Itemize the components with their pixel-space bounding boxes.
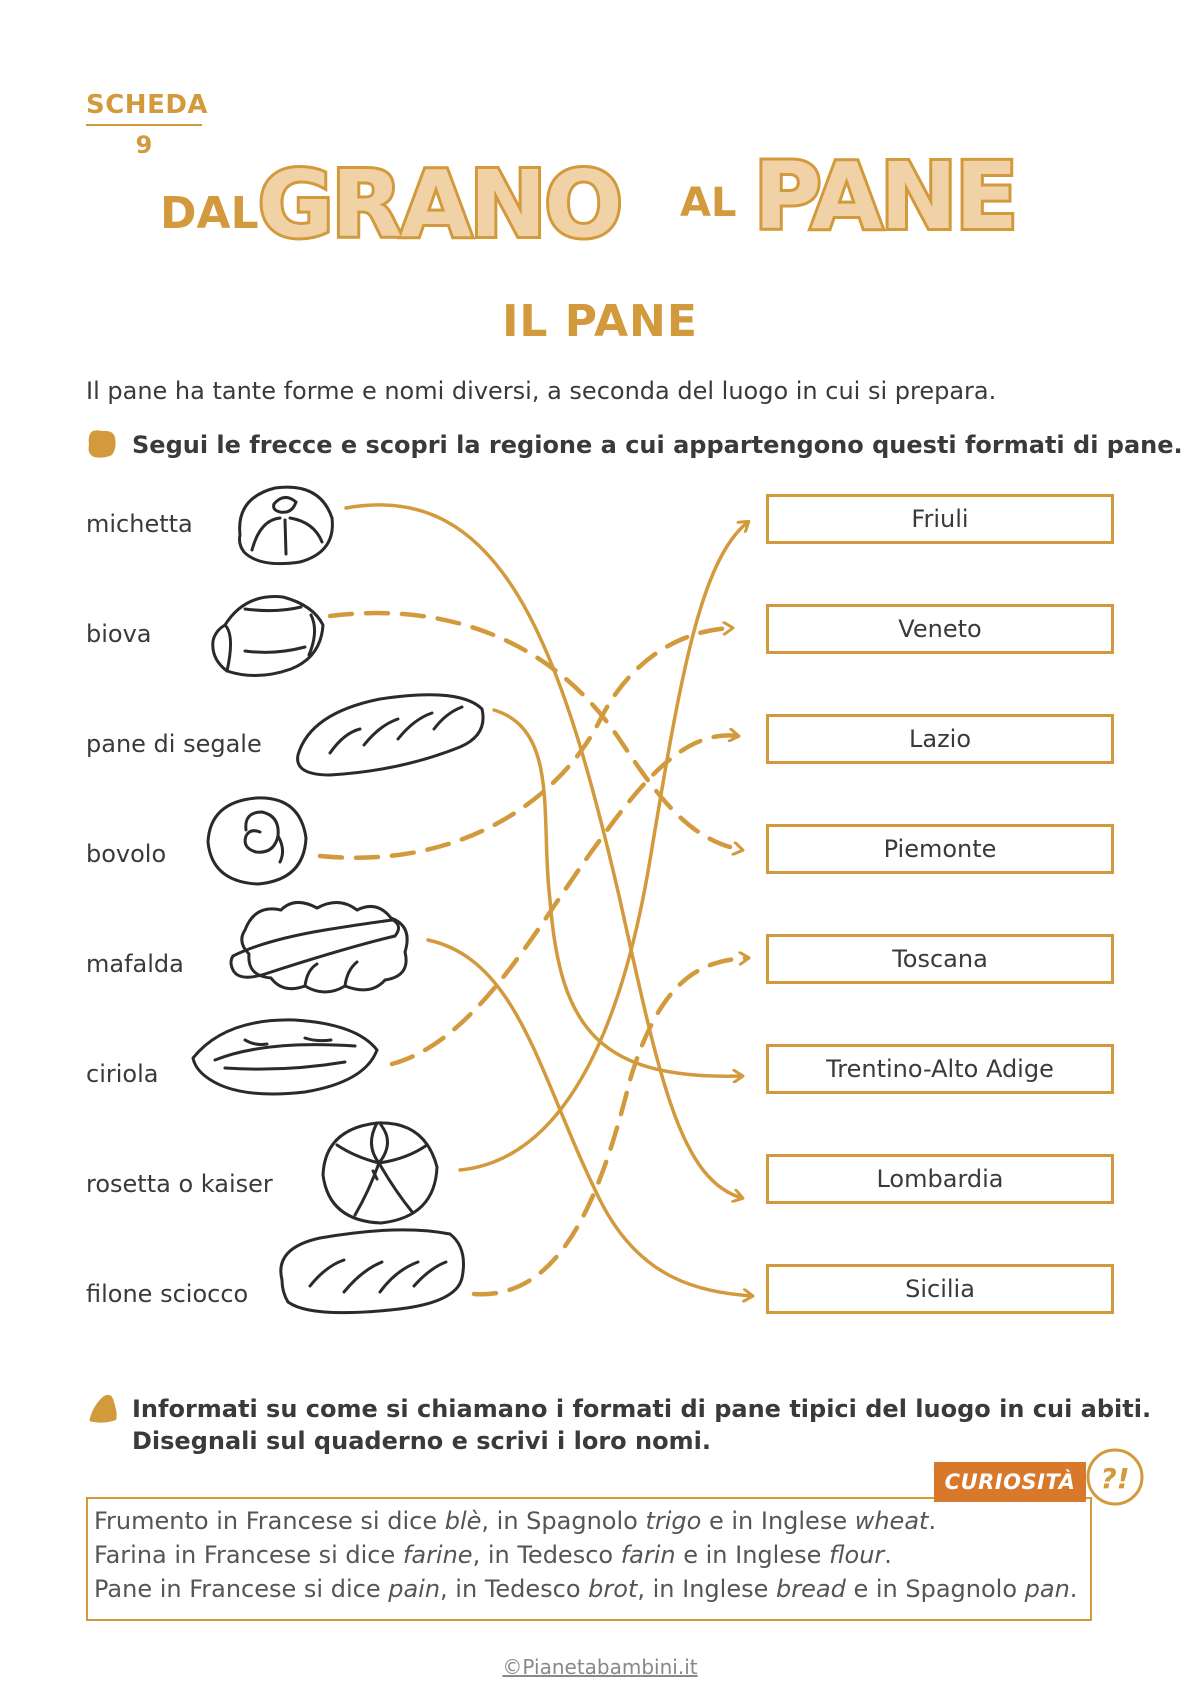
curiosity-text: , in Tedesco <box>472 1541 621 1569</box>
region-box-sicilia: Sicilia <box>766 1264 1114 1314</box>
curiosity-box <box>86 1497 1092 1621</box>
section-title: IL PANE <box>502 296 698 347</box>
filone-sciocco-bread-icon <box>279 1228 465 1315</box>
region-box-toscana: Toscana <box>766 934 1114 984</box>
curiosity-text: , in Inglese <box>637 1575 776 1603</box>
michetta-bread-icon <box>238 485 334 566</box>
instruction-research: Informati su come si chiamano i formati … <box>132 1393 1151 1457</box>
pane-di-segale-bread-icon <box>296 693 485 777</box>
foreign-word: bread <box>776 1575 846 1603</box>
intro-text: Il pane ha tante forme e nomi diversi, a… <box>86 377 997 405</box>
footer-link[interactable]: ©Pianetabambini.it <box>502 1655 698 1679</box>
curiosity-text: , in Tedesco <box>440 1575 589 1603</box>
instruction-research-line: Informati su come si chiamano i formati … <box>132 1395 1152 1423</box>
instruction-arrows: Segui le frecce e scopri la regione a cu… <box>132 431 1183 459</box>
arrow-rosetta-friuli <box>458 522 748 1172</box>
curiosity-text: e in Inglese <box>675 1541 829 1569</box>
arrow-ciriola-lazio <box>389 735 738 1067</box>
biova-bread-icon <box>211 595 325 678</box>
bread-name: michetta <box>86 510 193 538</box>
foreign-word: pan <box>1024 1575 1070 1603</box>
bread-name: rosetta o kaiser <box>86 1170 273 1198</box>
region-box-trentino: Trentino-Alto Adige <box>766 1044 1114 1094</box>
scheda-number: 9 <box>135 131 153 159</box>
arrow-filone-toscana <box>471 958 748 1297</box>
bullet-blob-icon <box>88 430 116 458</box>
bread-name: biova <box>86 620 152 648</box>
bread-name: pane di segale <box>86 730 262 758</box>
foreign-word: wheat <box>854 1507 929 1535</box>
foreign-word: pain <box>388 1575 441 1603</box>
foreign-word: farine <box>402 1541 473 1569</box>
curiosity-text: Frumento in Francese si dice <box>94 1507 445 1535</box>
bread-name: ciriola <box>86 1060 159 1088</box>
curiosity-text: , in Spagnolo <box>481 1507 646 1535</box>
bread-name: mafalda <box>86 950 184 978</box>
foreign-word: farin <box>620 1541 676 1569</box>
mafalda-bread-icon <box>229 901 409 994</box>
region-box-lombardia: Lombardia <box>766 1154 1114 1204</box>
rosetta-bread-icon <box>321 1121 439 1225</box>
instruction-research-line: Disegnali sul quaderno e scrivi i loro n… <box>132 1427 711 1455</box>
curiosity-tag: CURIOSITÀ <box>934 1462 1086 1502</box>
foreign-word: brot <box>588 1575 638 1603</box>
arrow-michetta-lombardia <box>344 503 742 1198</box>
curiosity-icon-text: ?! <box>1100 1462 1129 1495</box>
region-box-piemonte: Piemonte <box>766 824 1114 874</box>
region-box-friuli: Friuli <box>766 494 1114 544</box>
foreign-word: blè <box>444 1507 482 1535</box>
title-word-pane: PANE <box>754 143 1016 250</box>
curiosity-line: Frumento in Francese si dice blè, in Spa… <box>94 1507 936 1535</box>
curiosity-text: . <box>884 1541 892 1569</box>
bread-name: filone sciocco <box>86 1280 249 1308</box>
region-box-veneto: Veneto <box>766 604 1114 654</box>
curiosity-text: e in Inglese <box>701 1507 855 1535</box>
curiosity-text: Farina in Francese si dice <box>94 1541 403 1569</box>
foreign-word: flour <box>829 1541 885 1569</box>
arrow-bovolo-veneto <box>317 628 732 860</box>
curiosity-text: . <box>1069 1575 1078 1603</box>
curiosity-line: Pane in Francese si dice pain, in Tedesc… <box>94 1575 1077 1603</box>
foreign-word: trigo <box>645 1507 702 1535</box>
footer-credit[interactable]: ©Pianetabambini.it <box>0 1655 1200 1679</box>
curiosity-line: Farina in Francese si dice farine, in Te… <box>94 1541 892 1569</box>
matching-arrows <box>317 503 1200 1340</box>
title-word-al: AL <box>680 180 736 226</box>
region-box-lazio: Lazio <box>766 714 1114 764</box>
curiosity-question-icon: ?! <box>1086 1448 1144 1506</box>
arrow-biova-piemonte <box>327 610 742 850</box>
scheda-divider <box>86 124 202 126</box>
page-title-logo: DAL GRANO AL PANE <box>160 140 1021 261</box>
bovolo-bread-icon <box>206 796 308 886</box>
bread-name: bovolo <box>86 840 167 868</box>
scheda-label: SCHEDA <box>86 90 209 120</box>
arrow-mafalda-sicilia <box>426 938 752 1296</box>
curiosity-text: Pane in Francese si dice <box>94 1575 389 1603</box>
title-word-grano: GRANO <box>258 151 621 258</box>
curiosity-text: e in Spagnolo <box>845 1575 1025 1603</box>
bullet-blob-icon <box>89 1394 117 1423</box>
title-word-dal: DAL <box>160 188 259 239</box>
ciriola-bread-icon <box>191 1018 379 1096</box>
curiosity-text: . <box>928 1507 937 1535</box>
